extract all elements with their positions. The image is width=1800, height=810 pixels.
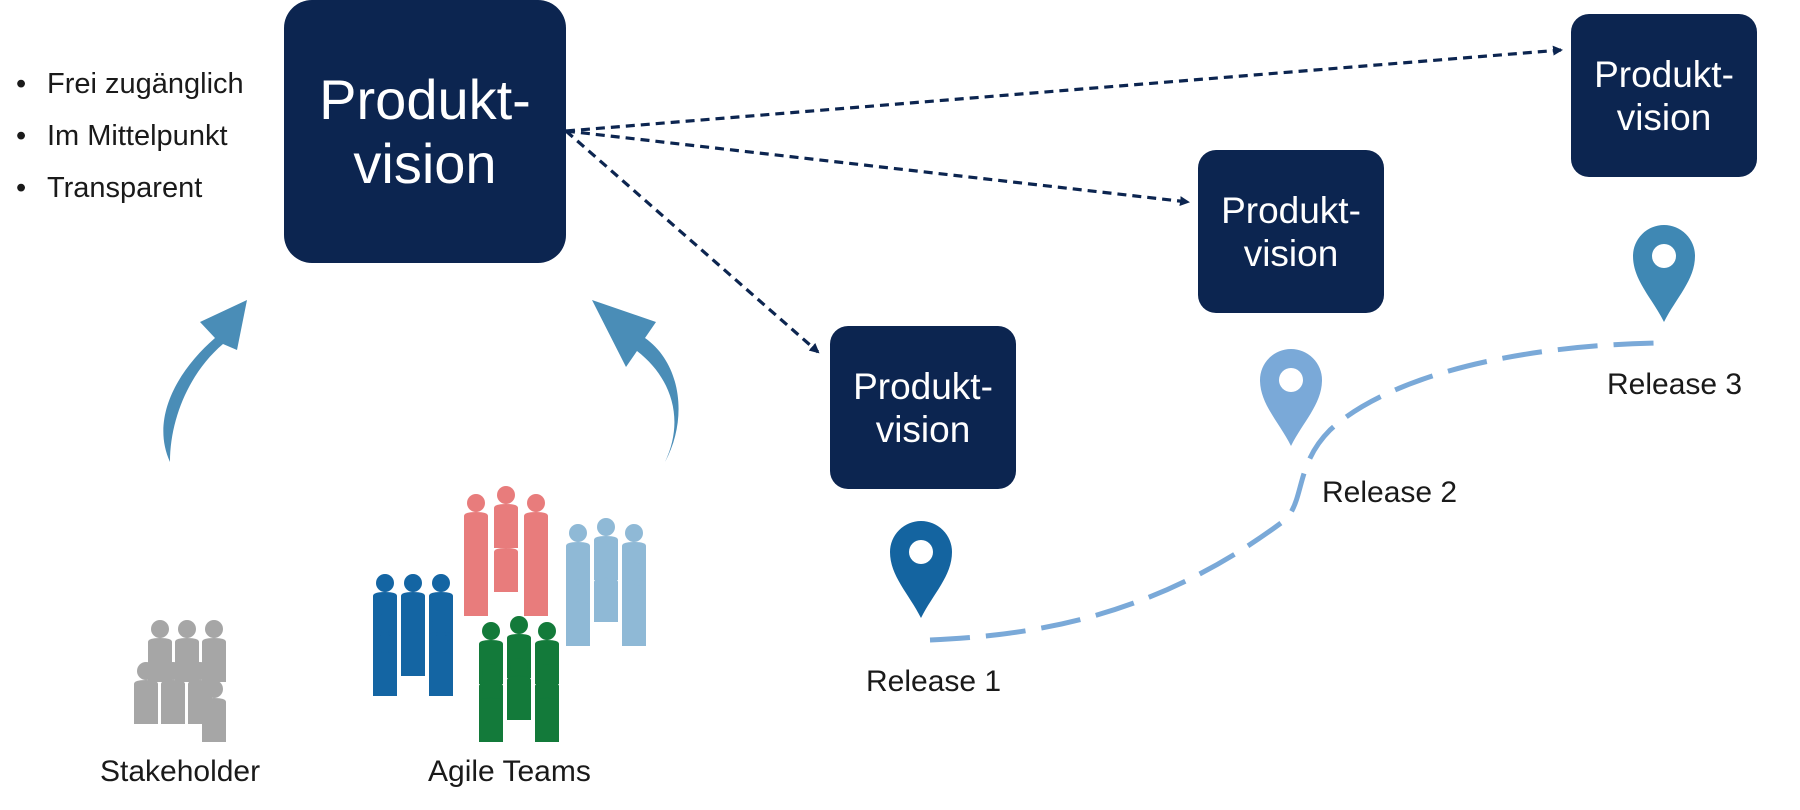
release-1-vision-line-1: Produkt- bbox=[853, 365, 993, 407]
release-3-vision-line-2: vision bbox=[1616, 96, 1712, 138]
bullet-marker: • bbox=[16, 120, 27, 152]
release-3-vision-line-1: Produkt- bbox=[1594, 53, 1734, 95]
bullet-text: Transparent bbox=[47, 172, 203, 204]
release-2-label: Release 2 bbox=[1322, 476, 1458, 509]
release-roadmap-path bbox=[929, 340, 1661, 643]
bullet-marker: • bbox=[16, 68, 27, 100]
bullet-item: • Transparent bbox=[16, 162, 244, 214]
team-lightblue-people-icon bbox=[566, 518, 646, 646]
stakeholder-label: Stakeholder bbox=[100, 755, 261, 788]
bullet-item: • Im Mittelpunkt bbox=[16, 110, 244, 162]
release-1-label: Release 1 bbox=[866, 665, 1002, 698]
release-2-vision-line-2: vision bbox=[1243, 232, 1339, 274]
release-3-location-pin-icon bbox=[1633, 225, 1695, 322]
bullet-text: Frei zugänglich bbox=[47, 68, 244, 100]
release-1-vision-line-2: vision bbox=[875, 408, 971, 450]
vision-property-list: • Frei zugänglich • Im Mittelpunkt • Tra… bbox=[16, 58, 244, 214]
main-vision-line-2: vision bbox=[353, 131, 497, 195]
team-blue-people-icon bbox=[373, 574, 453, 696]
release-2-location-pin-icon bbox=[1260, 349, 1322, 446]
main-product-vision-box: Produkt- vision bbox=[284, 0, 566, 263]
curved-arrow-agile-teams bbox=[592, 300, 679, 462]
release-1-vision-box: Produkt- vision bbox=[830, 326, 1016, 489]
vision-arrow-release-2 bbox=[565, 129, 1190, 207]
main-vision-line-1: Produkt- bbox=[319, 67, 531, 131]
release-1-location-pin-icon bbox=[890, 521, 952, 618]
vision-arrow-release-1 bbox=[564, 129, 820, 354]
release-2-vision-box: Produkt- vision bbox=[1198, 150, 1384, 313]
bullet-marker: • bbox=[16, 172, 27, 204]
release-3-label: Release 3 bbox=[1607, 368, 1743, 401]
team-green-people-icon bbox=[479, 616, 559, 742]
vision-arrow-release-3 bbox=[565, 45, 1563, 133]
bullet-item: • Frei zugänglich bbox=[16, 58, 244, 110]
release-3-vision-box: Produkt- vision bbox=[1571, 14, 1757, 177]
release-2-vision-line-1: Produkt- bbox=[1221, 189, 1361, 231]
team-red-people-icon bbox=[464, 486, 548, 616]
bullet-text: Im Mittelpunkt bbox=[47, 120, 228, 152]
curved-arrow-stakeholder bbox=[163, 300, 247, 462]
stakeholder-people-icon bbox=[134, 620, 226, 742]
agile-teams-label: Agile Teams bbox=[428, 755, 591, 788]
